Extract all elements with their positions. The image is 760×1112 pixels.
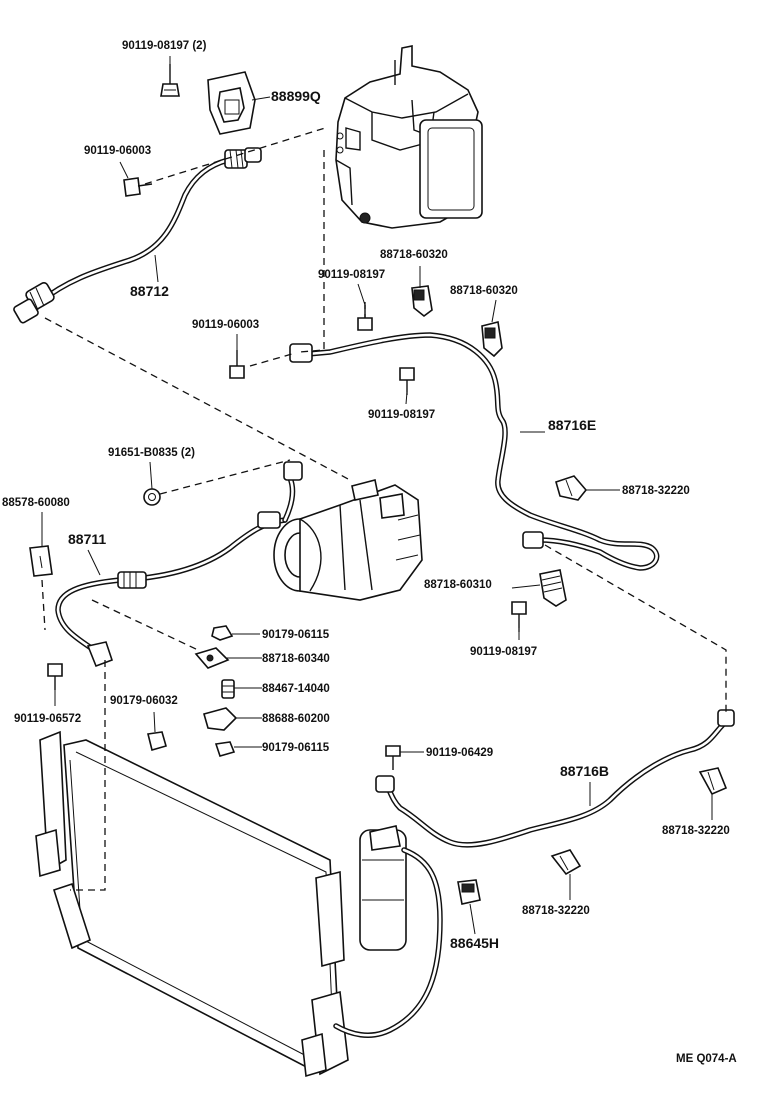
clamp-60310[interactable] (539, 569, 567, 607)
condenser (35, 730, 349, 1078)
label-nut-80835: 91651-B0835 (2) (108, 447, 195, 459)
bolt-06003-a[interactable] (123, 177, 153, 197)
compressor (273, 479, 423, 601)
label-bolt-08197-2: 90119-08197 (2) (122, 40, 207, 52)
label-bracket-60200: 88688-60200 (262, 713, 330, 725)
hose-88711[interactable] (55, 461, 303, 668)
label-bolt-06003-b: 90119-06003 (192, 319, 259, 331)
diagram-code: ME Q074-A (676, 1053, 737, 1065)
label-tube-88716e: 88716E (548, 417, 596, 433)
valve-88645h[interactable] (457, 879, 481, 905)
gasket-88899q[interactable] (207, 71, 256, 135)
leader-lines (41, 56, 713, 935)
label-clamp-60310: 88718-60310 (424, 579, 492, 591)
tube-88716b[interactable] (375, 709, 735, 848)
label-clamp-60340: 88718-60340 (262, 653, 330, 665)
hose-88712[interactable] (13, 147, 262, 324)
label-switch-14040: 88467-14040 (262, 683, 330, 695)
label-clamp-60320-a: 88718-60320 (380, 249, 448, 261)
label-bolt-06429: 90119-06429 (426, 747, 493, 759)
part-labels: 90119-08197 (2) 88899Q 90119-06003 88712… (2, 40, 737, 1065)
evaporator-unit (335, 45, 483, 229)
nut-80835[interactable] (143, 488, 161, 506)
switch-14040[interactable] (221, 679, 235, 699)
bolt-08197-b[interactable] (399, 367, 415, 392)
label-clip-60080: 88578-60080 (2, 497, 70, 509)
label-gasket-88899q: 88899Q (271, 88, 321, 104)
nut-06115-b[interactable] (214, 741, 236, 757)
clamp-60320-b[interactable] (481, 321, 503, 358)
label-clamp-32220-b: 88718-32220 (662, 825, 730, 837)
label-valve-88645h: 88645H (450, 935, 499, 951)
clamp-32220-c[interactable] (550, 849, 582, 876)
bolt-08197-top[interactable] (160, 64, 180, 97)
bolt-06572[interactable] (47, 663, 63, 690)
receiver-dryer (333, 825, 443, 1038)
label-bolt-08197-a: 90119-08197 (318, 269, 385, 281)
bracket-60200[interactable] (203, 707, 238, 731)
label-clamp-60320-b: 88718-60320 (450, 285, 518, 297)
bolt-06003-b[interactable] (229, 350, 245, 379)
clamp-60340[interactable] (194, 647, 230, 669)
bolt-06429[interactable] (385, 745, 401, 770)
label-bolt-08197-c: 90119-08197 (470, 646, 537, 658)
label-bolt-08197-b: 90119-08197 (368, 409, 435, 421)
clamp-60320-a[interactable] (411, 285, 433, 318)
clamp-32220-b[interactable] (698, 767, 728, 796)
clip-60080[interactable] (29, 545, 53, 577)
label-bolt-06572: 90119-06572 (14, 713, 81, 725)
label-clamp-32220-c: 88718-32220 (522, 905, 590, 917)
label-nut-06115-b: 90179-06115 (262, 742, 330, 754)
tube-88716e[interactable] (289, 332, 660, 571)
label-hose-88712: 88712 (130, 283, 169, 299)
clamp-32220-a[interactable] (555, 475, 588, 501)
bolt-08197-c[interactable] (511, 601, 527, 628)
label-tube-88716b: 88716B (560, 763, 609, 779)
label-clamp-32220-a: 88718-32220 (622, 485, 690, 497)
nut-06115-a[interactable] (211, 625, 234, 641)
nut-06032[interactable] (147, 731, 167, 751)
label-bolt-06003-a: 90119-06003 (84, 145, 151, 157)
label-nut-06115-a: 90179-06115 (262, 629, 330, 641)
label-hose-88711: 88711 (68, 531, 106, 547)
label-nut-06032: 90179-06032 (110, 695, 178, 707)
assembly-guide-lines (41, 127, 727, 891)
